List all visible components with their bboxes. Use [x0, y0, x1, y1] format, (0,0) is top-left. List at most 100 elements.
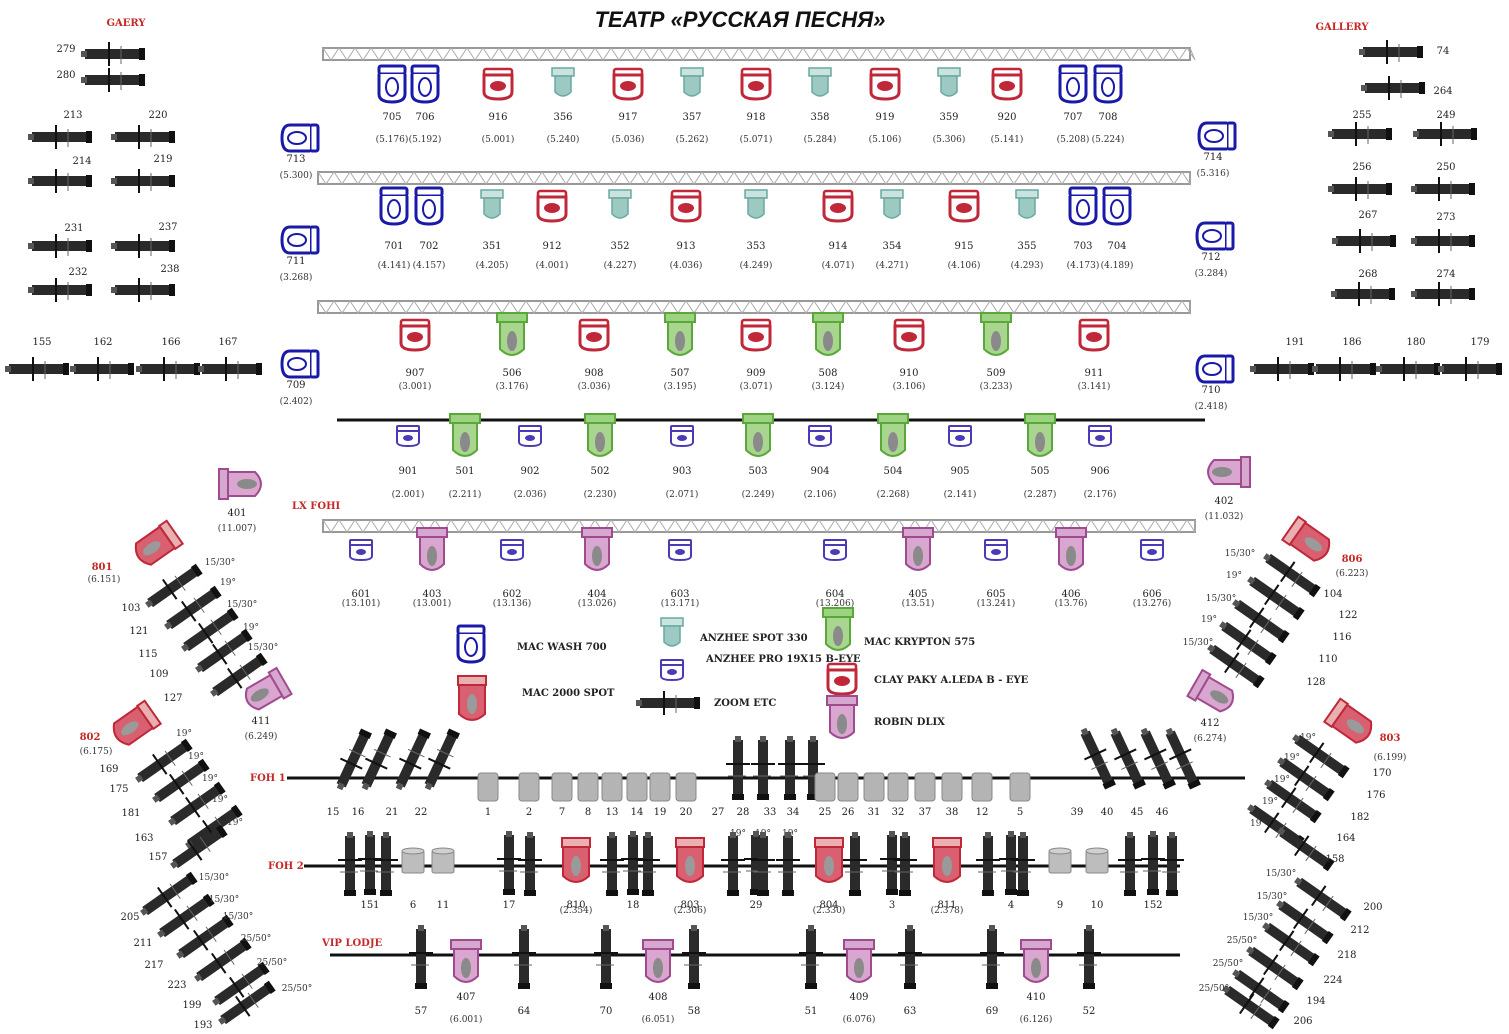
foh2-etc-4 [999, 831, 1023, 895]
truss3-508-fixture [812, 312, 844, 356]
foh2-etc-pair-3 [600, 832, 624, 896]
lxfohi-403-value: (13.001) [413, 598, 452, 609]
left-diag-angle-2: 15/30° [227, 600, 257, 610]
truss1-357-value: (5.262) [676, 134, 709, 145]
page-title: ТЕАТР «РУССКАЯ ПЕСНЯ» [595, 7, 886, 32]
gallery-right-etc-180 [1376, 357, 1440, 381]
foh2-3-number: 3 [889, 900, 895, 911]
gallery-right-label: GALLERY [1315, 22, 1369, 33]
vip-69-number: 69 [986, 1006, 999, 1017]
foh2-etc-152 [1141, 831, 1165, 895]
side-wash-711-number: 711 [286, 256, 305, 267]
pipe4-902-number: 902 [520, 466, 539, 477]
foh1-light-32 [887, 772, 909, 802]
vip-410-number: 410 [1026, 992, 1045, 1003]
side-spot-806-fixture [1280, 515, 1331, 562]
truss1-356-fixture [551, 67, 575, 97]
lxfohi-406-fixture [1055, 527, 1087, 571]
left-diag-etc-211-number: 211 [133, 938, 152, 949]
truss2-352-value: (4.227) [604, 260, 637, 271]
gallery-left-etc-213-number: 213 [63, 110, 82, 121]
foh1-etc-28 [751, 736, 775, 800]
foh2-etc-18 [621, 831, 645, 895]
vip-etc-63 [898, 925, 922, 989]
vip-robin-408 [642, 939, 674, 983]
pipe4-905-value: (2.141) [944, 489, 977, 500]
gallery-right-etc-179 [1438, 357, 1502, 381]
side-spot-806-value: (6.223) [1336, 568, 1369, 579]
lxfohi-602-fixture [500, 539, 524, 562]
side-spot-806-number: 806 [1342, 554, 1363, 565]
foh1-33-number: 33 [764, 807, 777, 818]
truss2-701-fixture [379, 186, 409, 226]
side-spot-802-number: 802 [80, 732, 101, 743]
truss2-702-fixture [414, 186, 444, 226]
pipe4-505-number: 505 [1030, 466, 1049, 477]
side-wash-714-fixture [1197, 121, 1237, 151]
truss1-919-value: (5.106) [869, 134, 902, 145]
right-diag-etc-206 [1222, 985, 1280, 1030]
gallery-right-etc-274 [1411, 282, 1475, 306]
side-wash-712-number: 712 [1201, 252, 1220, 263]
truss1-356-value: (5.240) [547, 134, 580, 145]
gallery-right-etc-267 [1332, 229, 1396, 253]
right-diag-etc-212 [1276, 900, 1334, 945]
side-wash-714-value: (5.316) [1197, 168, 1230, 179]
truss2-912-fixture [536, 189, 568, 223]
right-diag-etc-122 [1247, 576, 1305, 621]
side-wash-711-fixture [280, 225, 320, 255]
gallery-left-etc-220-number: 220 [148, 110, 167, 121]
left-diag-etc-193-number: 193 [193, 1020, 212, 1031]
pipe4-902-value: (2.036) [514, 489, 547, 500]
side-spot-801-number: 801 [92, 562, 113, 573]
foh2-label: FOH 2 [268, 861, 304, 872]
left-diag-etc-181 [168, 781, 226, 826]
gallery-left-label: GAERY [106, 18, 146, 29]
left-diag-angle-5: 19° [176, 729, 192, 739]
truss2-352-fixture [608, 189, 632, 219]
gallery-right-etc-249 [1413, 122, 1477, 146]
pipe4-501-fixture [449, 413, 481, 457]
lxfohi-405-value: (13.51) [902, 598, 935, 609]
lxfohi-604-number: 604 [825, 589, 844, 600]
foh1-light-5 [1009, 772, 1031, 802]
pipe4-503-value: (2.249) [742, 489, 775, 500]
lxfohi-606-value: (13.276) [1133, 598, 1172, 609]
right-diag-etc-170 [1292, 734, 1350, 779]
vip-etc-57 [409, 925, 433, 989]
vip-etc-51 [799, 925, 823, 989]
right-diag-etc-116 [1232, 599, 1290, 644]
left-diag-etc-115-number: 115 [138, 649, 157, 660]
left-diag-angle-0: 15/30° [205, 558, 235, 568]
lxfohi-603-fixture [668, 539, 692, 562]
side-spot-801-value: (6.151) [88, 574, 121, 585]
truss1-918-value: (5.071) [740, 134, 773, 145]
gallery-left-etc-279-number: 279 [56, 44, 75, 55]
side-wash-713-number: 713 [286, 154, 305, 165]
foh1-light-19 [649, 772, 671, 802]
gallery-right-etc-274-number: 274 [1436, 269, 1455, 280]
vip-64-number: 64 [518, 1006, 531, 1017]
truss3-908-value: (3.036) [578, 381, 611, 392]
right-diag-etc-158 [1277, 827, 1335, 872]
foh2-gray_cyl-9 [1048, 847, 1072, 874]
foh2-mac_spot-810 [561, 837, 591, 883]
truss2-914-value: (4.071) [822, 260, 855, 271]
truss-2 [317, 171, 1191, 186]
gallery-left-etc-219-number: 219 [153, 154, 172, 165]
truss2-914-fixture [822, 189, 854, 223]
foh1-5-number: 5 [1017, 807, 1023, 818]
truss1-706-fixture [410, 64, 440, 104]
gallery-right-etc-250 [1411, 177, 1475, 201]
truss2-355-value: (4.293) [1011, 260, 1044, 271]
right-diag-etc-116-number: 116 [1332, 632, 1351, 643]
foh2-mac_spot-811 [932, 837, 962, 883]
right-diag-etc-224-number: 224 [1323, 975, 1342, 986]
truss2-704-number: 704 [1107, 241, 1126, 252]
foh1-light-8 [577, 772, 599, 802]
left-diag-angle-13: 25/50° [241, 934, 271, 944]
truss1-359-fixture [937, 67, 961, 97]
truss-3 [317, 300, 1191, 315]
truss3-909-number: 909 [746, 368, 765, 379]
pipe4-901-number: 901 [398, 466, 417, 477]
